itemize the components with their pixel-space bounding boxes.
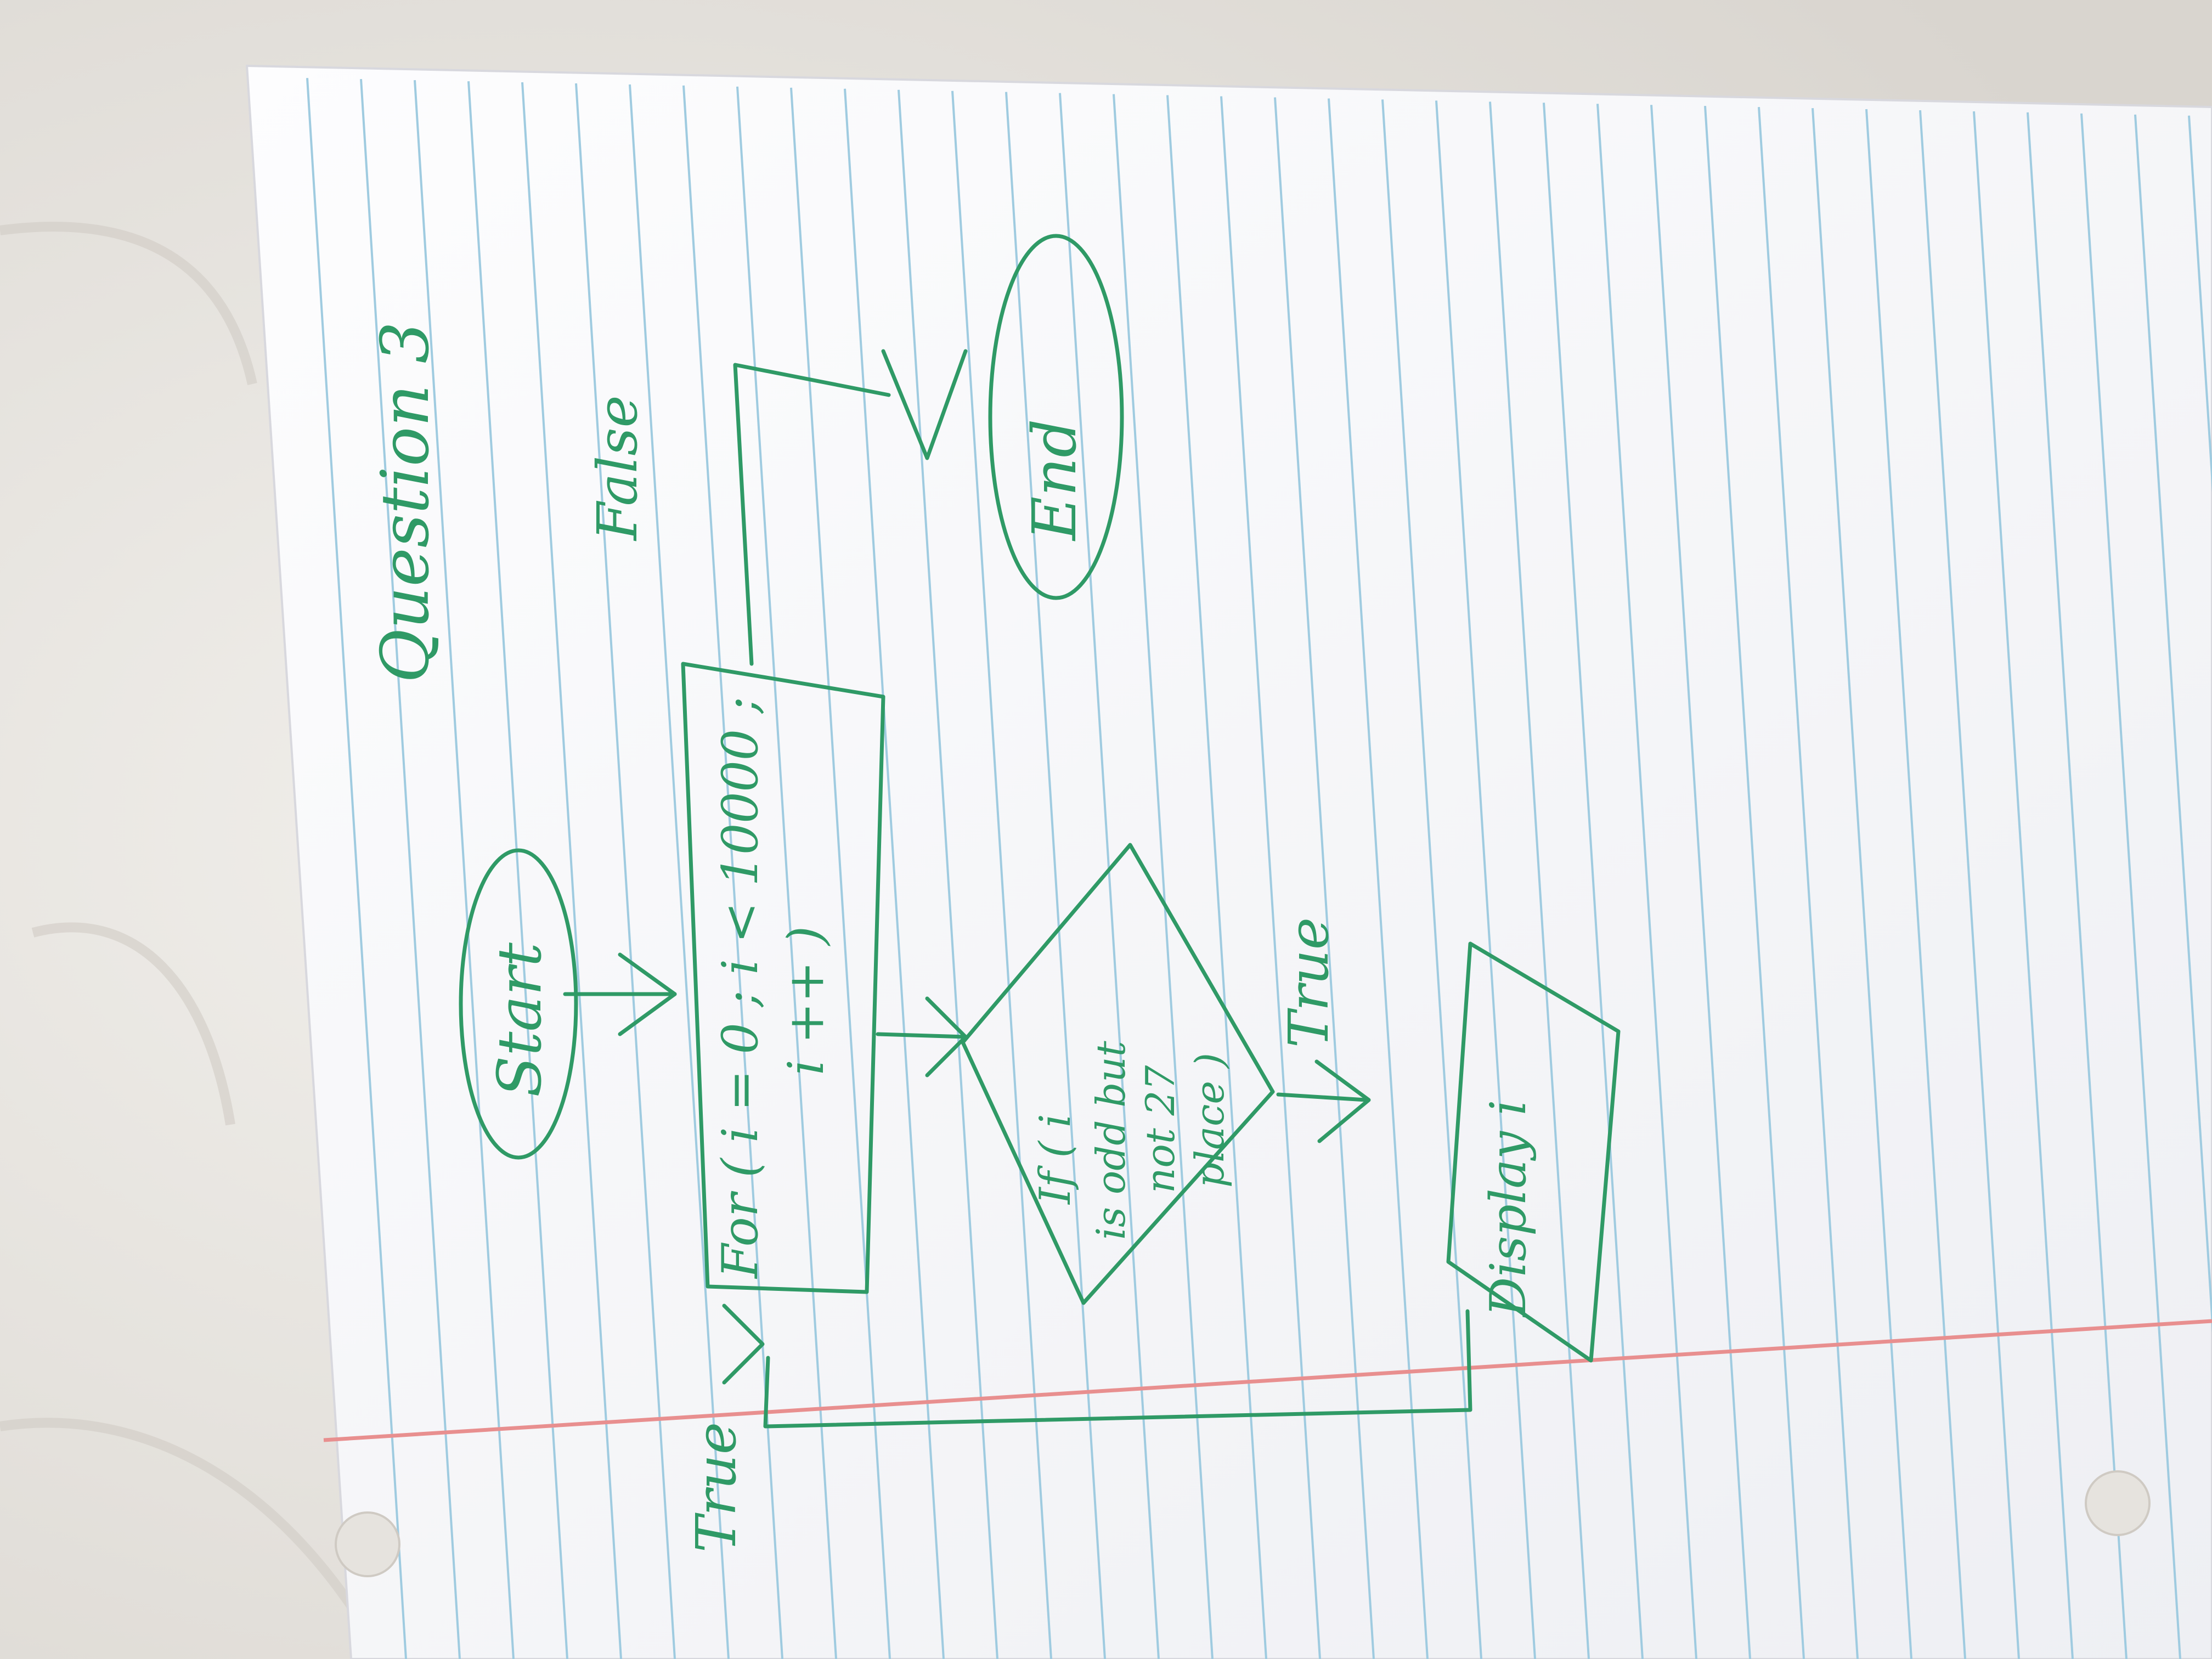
ruled-line — [629, 84, 730, 1659]
ruled-line — [1543, 103, 1644, 1659]
ruled-line — [1919, 110, 2020, 1659]
ruled-line — [1489, 101, 1590, 1659]
ruled-line — [1973, 111, 2074, 1659]
ruled-line — [1059, 93, 1160, 1659]
ruled-line — [1328, 98, 1429, 1659]
arrowhead — [1314, 1059, 1371, 1143]
cloth-folds — [0, 222, 388, 1659]
ruled-line — [414, 80, 515, 1659]
loop-text-line2: i ++ ) — [777, 926, 835, 1075]
end-label: End — [1019, 419, 1090, 541]
decision-diamond — [961, 843, 1275, 1305]
arrow-loop-to-decision — [876, 1032, 968, 1039]
decision-line2: is odd but — [1088, 1040, 1134, 1240]
false-label: False — [585, 395, 650, 541]
return-path — [763, 1309, 1472, 1429]
return-arrowhead — [722, 1304, 765, 1385]
arrow-decision-to-output — [1276, 1092, 1368, 1102]
loop-text-line1: For ( i = 0 ; i < 10000 ; — [712, 697, 769, 1279]
ruled-line — [1113, 94, 1214, 1659]
ruled-line — [467, 81, 568, 1659]
ruled-line — [1005, 92, 1106, 1659]
ruled-line — [1220, 96, 1321, 1659]
notebook-paper — [245, 64, 2212, 1659]
ruled-line — [360, 79, 461, 1659]
binder-hole — [2085, 1470, 2151, 1536]
false-path — [733, 363, 891, 666]
ruled-line — [951, 91, 1052, 1659]
heading-text: Question 3 — [368, 321, 444, 683]
ruled-line — [521, 82, 622, 1659]
ruled-line — [844, 88, 945, 1659]
ruled-line — [1650, 105, 1751, 1659]
ruled-line — [2188, 115, 2212, 493]
start-label: Start — [484, 942, 555, 1097]
decision-line3: not 27 — [1137, 1065, 1183, 1193]
ruled-line — [1758, 106, 1859, 1659]
ruled-line — [790, 87, 891, 1659]
ruled-line — [1435, 100, 1536, 1659]
loop-box — [681, 662, 885, 1294]
ruled-line — [1274, 97, 1375, 1659]
ruled-line — [1596, 104, 1697, 1659]
ruled-line — [1166, 95, 1267, 1659]
ruled-line — [1812, 108, 1912, 1659]
true-label-loop: True — [684, 1422, 748, 1553]
ruled-line — [736, 86, 837, 1659]
ruled-lines — [306, 78, 2212, 1659]
arrowhead — [618, 952, 677, 1036]
margin-line — [323, 1319, 2212, 1442]
ruled-line — [1704, 106, 1805, 1659]
binder-hole — [335, 1511, 400, 1577]
end-terminal — [988, 234, 1124, 600]
ruled-line — [2080, 113, 2181, 1659]
ruled-line — [2027, 112, 2128, 1659]
decision-line1: If ( i — [1031, 1114, 1080, 1205]
output-parallelogram — [1446, 941, 1621, 1363]
ruled-line — [306, 78, 407, 1659]
ruled-line — [575, 83, 676, 1659]
start-terminal — [459, 848, 578, 1160]
false-arrowhead — [881, 349, 968, 460]
ruled-line — [1865, 109, 1966, 1659]
ruled-line — [1381, 99, 1482, 1659]
ruled-line — [2134, 114, 2212, 1333]
true-label-decision: True — [1277, 917, 1341, 1048]
decision-line4: place ) — [1187, 1053, 1233, 1188]
output-label: Display i — [1480, 1100, 1537, 1318]
